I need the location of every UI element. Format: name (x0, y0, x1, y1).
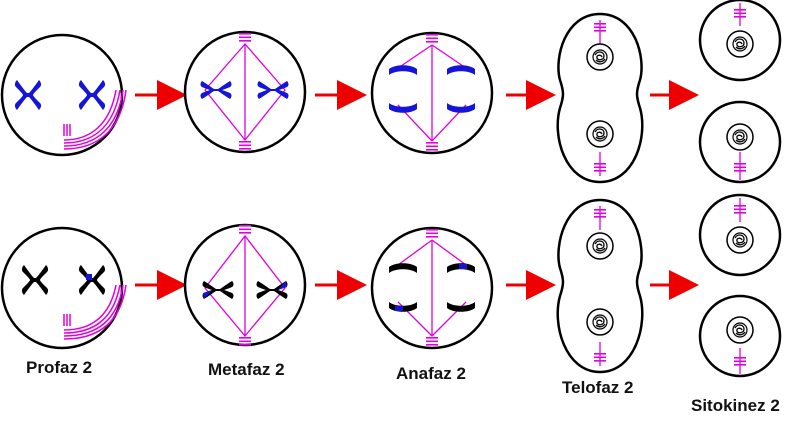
nucleus (726, 226, 754, 254)
spindle-fibers (63, 284, 127, 340)
spindle-fibers (397, 44, 467, 142)
prophase-cell-top (0, 33, 127, 157)
anaphase-cell-bottom (370, 226, 494, 350)
nucleus-bottom (586, 308, 614, 336)
nucleus (726, 316, 754, 344)
spindle-fibers (397, 239, 467, 337)
label-metaphase: Metafaz 2 (208, 360, 285, 379)
metaphase-cell-bottom (183, 223, 307, 347)
telophase-cell-top (556, 12, 644, 184)
chromosome-mixed-right (78, 265, 106, 295)
chromosome-mixed (389, 302, 417, 312)
label-anaphase: Anafaz 2 (396, 364, 466, 383)
prophase-cell-bottom (0, 226, 127, 350)
label-prophase: Profaz 2 (26, 358, 93, 377)
nucleus (726, 30, 754, 58)
nucleus-top (586, 43, 614, 71)
spindle-fibers (204, 43, 286, 142)
anaphase-cell-top (370, 31, 494, 155)
chromosome-mixed-left (202, 281, 234, 299)
spindle-fibers (204, 234, 286, 338)
chromosome-mixed (447, 263, 475, 273)
nucleus (726, 123, 754, 151)
spindle-fibers (63, 89, 127, 150)
metaphase-cell-top (183, 30, 307, 154)
label-cytokinesis: Sitokinez 2 (691, 396, 780, 415)
nucleus-bottom (586, 120, 614, 148)
telophase-cell-bottom (556, 198, 644, 374)
cytokinesis-cells-bottom (698, 193, 782, 378)
cytokinesis-cells-top (698, 0, 782, 184)
nucleus-top (586, 232, 614, 260)
chromosome-mixed-right (256, 281, 288, 299)
label-telophase: Telofaz 2 (562, 378, 634, 397)
